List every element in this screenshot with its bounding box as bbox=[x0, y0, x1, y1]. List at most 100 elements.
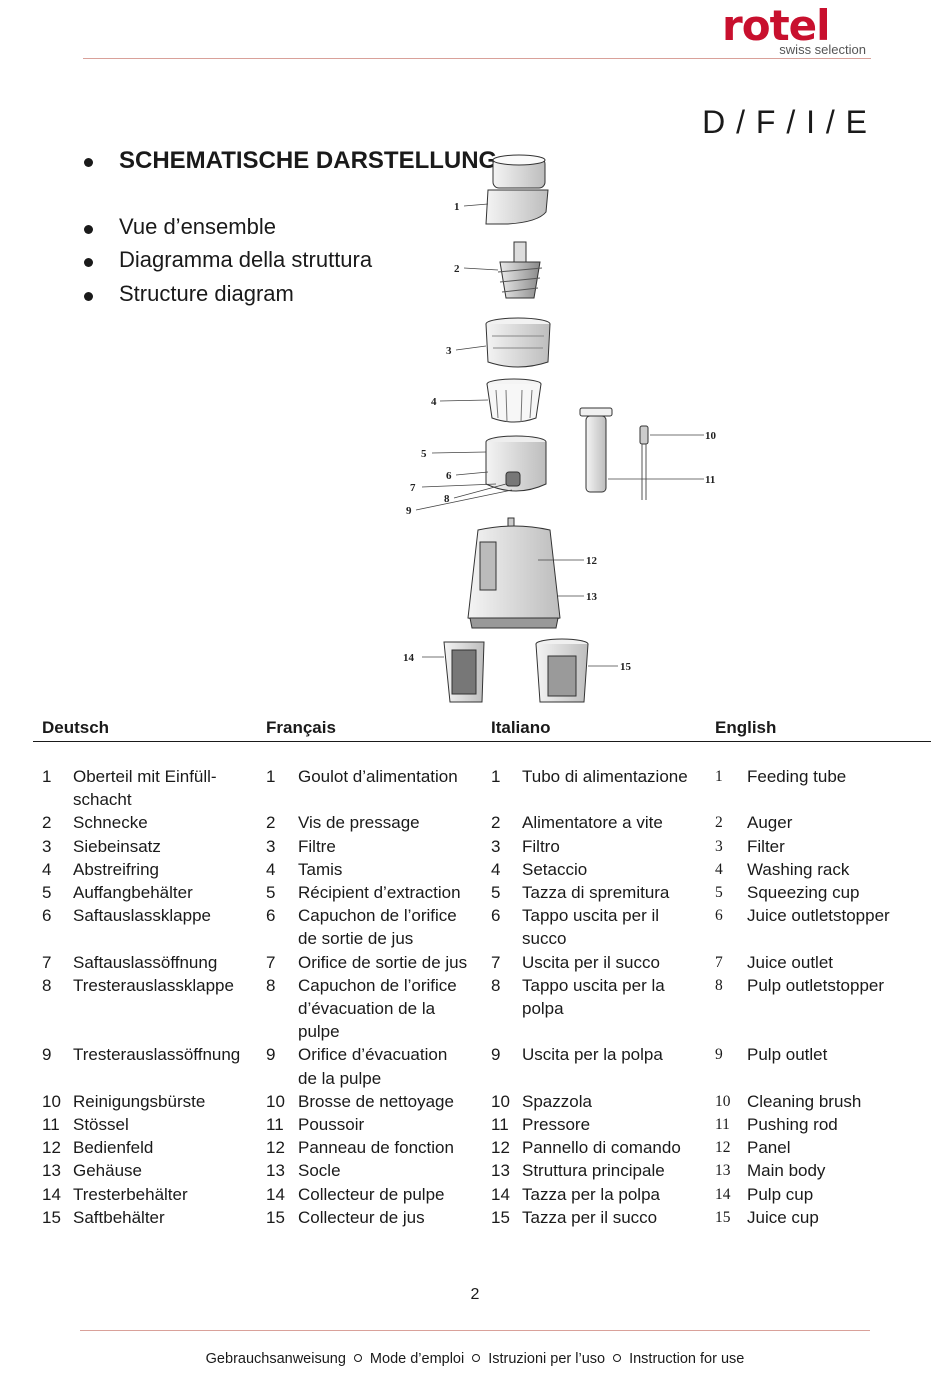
language-codes: D / F / I / E bbox=[702, 104, 868, 140]
part-name-fr: Récipient d’extraction bbox=[298, 883, 461, 902]
item-number: 14 bbox=[491, 1184, 510, 1204]
part-name-fr: Orifice de sortie de jus bbox=[298, 952, 468, 972]
callout-label: 13 bbox=[586, 591, 598, 603]
section-subtitle: Structure diagram bbox=[119, 281, 294, 306]
brand-subtitle: swiss selection bbox=[779, 42, 866, 57]
callout-label: 12 bbox=[586, 555, 598, 567]
part-name-it: Pressore bbox=[522, 1115, 591, 1134]
part-name-de: Gehäuse bbox=[73, 1161, 142, 1181]
part-name-de: Bedienfeld bbox=[73, 1138, 154, 1158]
part-pulp-cup bbox=[443, 641, 485, 703]
item-number: 1 bbox=[715, 768, 723, 785]
part-auger bbox=[497, 241, 543, 299]
item-number: 4 bbox=[42, 859, 52, 879]
part-name-de: Schnecke bbox=[73, 813, 148, 833]
footer-item: Instruction for use bbox=[629, 1351, 745, 1367]
column-header-italiano: Italiano bbox=[491, 718, 551, 737]
part-washing-rack bbox=[486, 378, 542, 423]
section-subtitle: Vue d’ensemble bbox=[119, 214, 276, 239]
item-number: 7 bbox=[266, 952, 276, 972]
part-name-it: Spazzola bbox=[522, 1091, 592, 1111]
part-pushing-rod bbox=[579, 407, 613, 493]
part-name-de: Auffangbehälter bbox=[73, 883, 193, 902]
callout-label: 1 bbox=[454, 201, 460, 213]
part-name-it: Filtro bbox=[522, 836, 560, 856]
part-name-fr: Brosse de nettoyage bbox=[298, 1091, 454, 1111]
item-number: 13 bbox=[42, 1161, 61, 1181]
item-number: 15 bbox=[266, 1207, 285, 1227]
part-juice-cup bbox=[535, 638, 589, 703]
item-number: 10 bbox=[42, 1091, 61, 1111]
part-name-fr: Collecteur de jus bbox=[298, 1207, 425, 1227]
circle-separator-icon bbox=[472, 1354, 481, 1362]
circle-separator-icon bbox=[353, 1354, 362, 1362]
section-subtitle: Diagramma della struttura bbox=[119, 247, 373, 272]
item-number: 15 bbox=[715, 1208, 731, 1226]
part-name-en: Feeding tube bbox=[747, 767, 847, 786]
item-number: 5 bbox=[715, 884, 723, 901]
part-feeding-tube bbox=[485, 154, 549, 225]
part-name-en: Juice outletstopper bbox=[747, 906, 890, 926]
bullet-dot bbox=[84, 258, 93, 267]
part-cleaning-brush bbox=[639, 425, 649, 500]
juicer-exploded-diagram: 1 2 3 4 5 6 7 8 9 10 11 12 13 14 15 bbox=[403, 154, 717, 703]
part-name-de: Siebeinsatz bbox=[73, 836, 161, 856]
item-number: 10 bbox=[715, 1092, 731, 1110]
part-name-de: Stössel bbox=[73, 1115, 129, 1134]
item-number: 4 bbox=[491, 859, 501, 879]
part-name-it: Uscita per la polpa bbox=[522, 1045, 663, 1065]
bullet-dot bbox=[84, 292, 93, 301]
part-name-en: Pulp cup bbox=[747, 1184, 814, 1204]
part-name-it: Tazza per il succo bbox=[522, 1207, 658, 1227]
item-number: 13 bbox=[266, 1161, 285, 1181]
part-name-it: Alimentatore a vite bbox=[522, 813, 663, 833]
part-name-fr: Goulot d’alimentation bbox=[298, 767, 458, 786]
item-number: 2 bbox=[42, 813, 52, 833]
footer-item: Mode d’emploi bbox=[369, 1351, 465, 1367]
part-name-de: Abstreifring bbox=[73, 859, 159, 879]
callout-label: 8 bbox=[444, 493, 450, 505]
item-number: 7 bbox=[715, 953, 723, 971]
item-number: 3 bbox=[491, 836, 501, 856]
item-number: 8 bbox=[42, 975, 52, 995]
item-number: 2 bbox=[715, 814, 723, 832]
part-name-de: Tresterauslassklappe bbox=[73, 975, 234, 995]
item-number: 15 bbox=[491, 1207, 510, 1227]
part-name-de: Tresterbehälter bbox=[73, 1184, 188, 1204]
part-name-de: Saftbehälter bbox=[73, 1207, 165, 1227]
part-name-en: Main body bbox=[747, 1161, 826, 1181]
item-number: 2 bbox=[491, 813, 501, 833]
item-number: 12 bbox=[491, 1138, 510, 1158]
part-main-body bbox=[467, 517, 561, 629]
callout-label: 15 bbox=[620, 661, 632, 673]
header-rule bbox=[83, 58, 871, 59]
item-number: 12 bbox=[42, 1138, 61, 1158]
part-name-fr: Orifice d’évacuation de la pulpe bbox=[298, 1045, 448, 1088]
item-number: 6 bbox=[491, 906, 501, 926]
callout-label: 10 bbox=[705, 430, 717, 442]
part-name-de: Saftauslassöffnung bbox=[73, 952, 218, 972]
item-number: 11 bbox=[266, 1115, 284, 1134]
item-number: 9 bbox=[715, 1046, 723, 1064]
part-name-fr: Capuchon de l’orifice d’évacuation de la… bbox=[298, 975, 457, 1042]
part-name-it: Uscita per il succo bbox=[522, 952, 660, 972]
part-name-de: Tresterauslassöffnung bbox=[73, 1045, 241, 1065]
part-name-it: Tappo uscita per il succo bbox=[522, 906, 660, 949]
parts-table-header: Deutsch Français Italiano English bbox=[0, 718, 950, 742]
item-number: 8 bbox=[266, 975, 276, 995]
part-name-de: Oberteil mit Einfüll- schacht bbox=[73, 767, 217, 810]
part-name-en: Pulp outletstopper bbox=[747, 975, 885, 995]
brand-logo: rotel swiss selection bbox=[722, 2, 870, 58]
part-name-fr: Filtre bbox=[298, 836, 336, 856]
item-number: 10 bbox=[266, 1091, 285, 1111]
column-header-deutsch: Deutsch bbox=[42, 718, 110, 737]
section-title: SCHEMATISCHE DARSTELLUNG bbox=[119, 147, 498, 174]
part-name-it: Pannello di comando bbox=[522, 1138, 681, 1158]
table-header-rule bbox=[33, 741, 931, 742]
item-number: 9 bbox=[42, 1045, 52, 1065]
callout-label: 2 bbox=[454, 263, 460, 275]
item-number: 4 bbox=[266, 859, 276, 879]
part-name-de: Saftauslassklappe bbox=[73, 906, 211, 926]
part-name-fr: Capuchon de l’orifice de sortie de jus bbox=[298, 906, 457, 949]
item-number: 13 bbox=[491, 1161, 510, 1181]
